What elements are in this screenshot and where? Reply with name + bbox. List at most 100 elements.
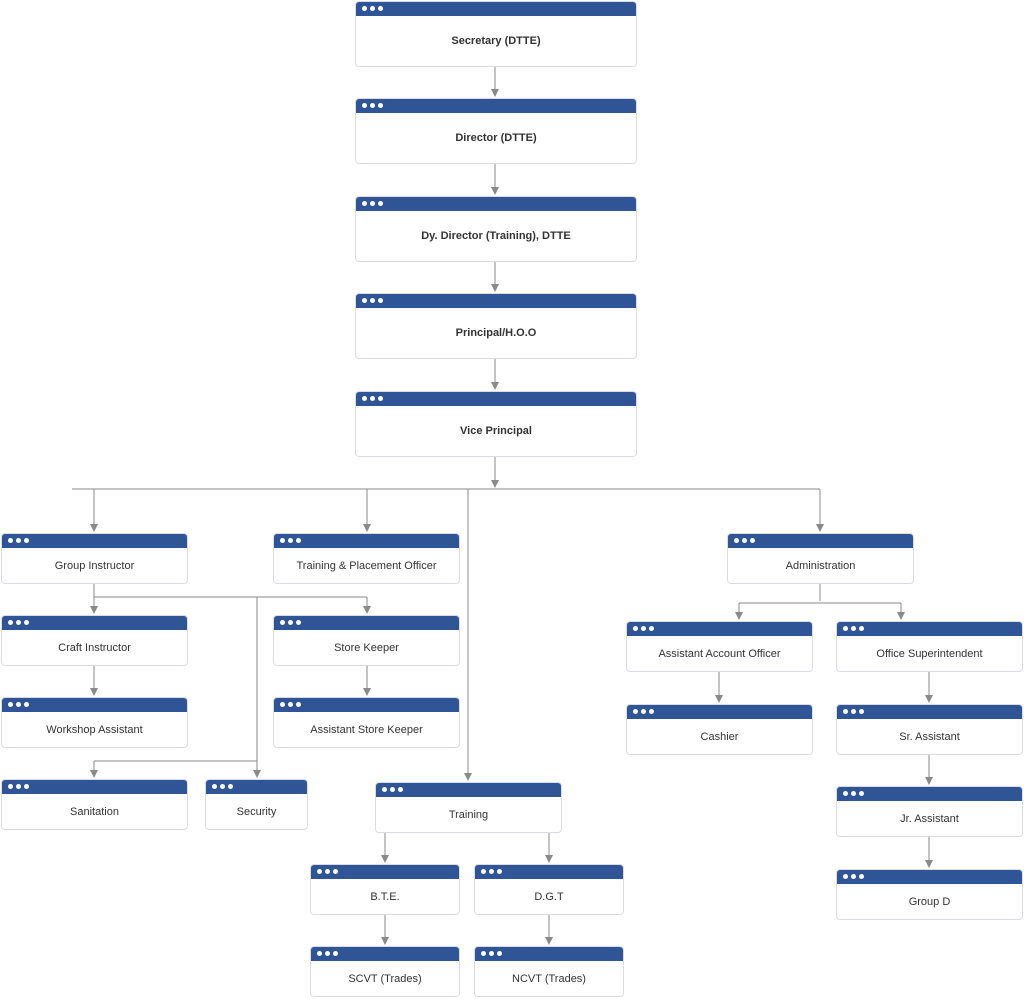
node-label: Assistant Account Officer [658,647,781,660]
node-security: Security [205,779,308,830]
node-header-bar [376,783,561,797]
window-dots-icon [633,709,654,715]
arrow-head-icon [545,937,553,945]
node-header-bar [206,780,307,794]
node-dgt: D.G.T [474,864,624,915]
node-jr-assistant: Jr. Assistant [836,786,1023,837]
arrow-head-icon [491,480,499,488]
window-dots-icon [843,626,864,632]
node-training: Training [375,782,562,833]
arrow-head-icon [925,695,933,703]
node-header-bar [837,705,1022,719]
node-dy-director: Dy. Director (Training), DTTE [355,196,637,262]
arrow-head-icon [897,612,905,620]
arrow-head-icon [464,773,472,781]
arrow-head-icon [363,524,371,532]
window-dots-icon [317,951,338,957]
window-dots-icon [382,787,403,793]
window-dots-icon [362,6,383,12]
node-label: B.T.E. [370,890,400,903]
node-craft-instructor: Craft Instructor [1,615,188,666]
node-office-superintendent: Office Superintendent [836,621,1023,672]
arrow-head-icon [90,606,98,614]
node-header-bar [356,392,636,406]
node-label: D.G.T [534,890,564,903]
node-label: Secretary (DTTE) [451,35,541,47]
node-label: Group Instructor [54,559,135,572]
node-header-bar [627,705,812,719]
window-dots-icon [362,298,383,304]
arrow-head-icon [381,855,389,863]
arrow-head-icon [491,382,499,390]
node-administration: Administration [727,533,914,584]
node-label: Store Keeper [334,641,399,654]
node-header-bar [311,947,459,961]
node-label: Principal/H.O.O [455,327,537,339]
node-label: Cashier [700,730,739,743]
window-dots-icon [481,951,502,957]
node-training-placement: Training & Placement Officer [273,533,460,584]
arrow-head-icon [735,612,743,620]
window-dots-icon [280,702,301,708]
node-director: Director (DTTE) [355,98,637,164]
node-label: Training [448,808,489,821]
node-sanitation: Sanitation [1,779,188,830]
node-label: Vice Principal [460,425,532,437]
window-dots-icon [843,709,864,715]
arrow-head-icon [90,524,98,532]
node-principal: Principal/H.O.O [355,293,637,359]
node-header-bar [2,534,187,548]
window-dots-icon [317,869,338,875]
arrow-head-icon [491,89,499,97]
window-dots-icon [8,620,29,626]
window-dots-icon [362,396,383,402]
window-dots-icon [843,874,864,880]
node-group-d: Group D [836,869,1023,920]
arrow-head-icon [363,606,371,614]
node-ncvt: NCVT (Trades) [474,946,624,997]
node-header-bar [356,294,636,308]
window-dots-icon [481,869,502,875]
node-header-bar [274,616,459,630]
arrow-head-icon [491,187,499,195]
window-dots-icon [633,626,654,632]
arrow-head-icon [925,777,933,785]
node-header-bar [728,534,913,548]
node-header-bar [2,698,187,712]
node-header-bar [356,197,636,211]
node-header-bar [627,622,812,636]
node-label: Craft Instructor [58,641,131,654]
node-scvt: SCVT (Trades) [310,946,460,997]
arrow-head-icon [253,770,261,778]
window-dots-icon [280,538,301,544]
node-label: Administration [785,559,856,572]
arrow-head-icon [925,860,933,868]
node-label: Sr. Assistant [899,730,960,743]
node-label: Office Superintendent [876,647,983,660]
node-cashier: Cashier [626,704,813,755]
node-label: Jr. Assistant [900,812,959,825]
node-asst-account-officer: Assistant Account Officer [626,621,813,672]
window-dots-icon [362,201,383,207]
node-group-instructor: Group Instructor [1,533,188,584]
node-header-bar [837,787,1022,801]
arrow-head-icon [90,688,98,696]
node-secretary: Secretary (DTTE) [355,1,637,67]
node-label: Director (DTTE) [455,132,537,144]
window-dots-icon [280,620,301,626]
window-dots-icon [734,538,755,544]
node-store-keeper: Store Keeper [273,615,460,666]
node-workshop-assistant: Workshop Assistant [1,697,188,748]
node-header-bar [274,534,459,548]
node-sr-assistant: Sr. Assistant [836,704,1023,755]
arrow-head-icon [545,855,553,863]
window-dots-icon [8,702,29,708]
node-header-bar [2,616,187,630]
node-label: Sanitation [70,805,119,818]
node-label: Security [236,805,277,818]
node-label: NCVT (Trades) [512,972,586,985]
node-header-bar [837,870,1022,884]
arrow-head-icon [363,688,371,696]
